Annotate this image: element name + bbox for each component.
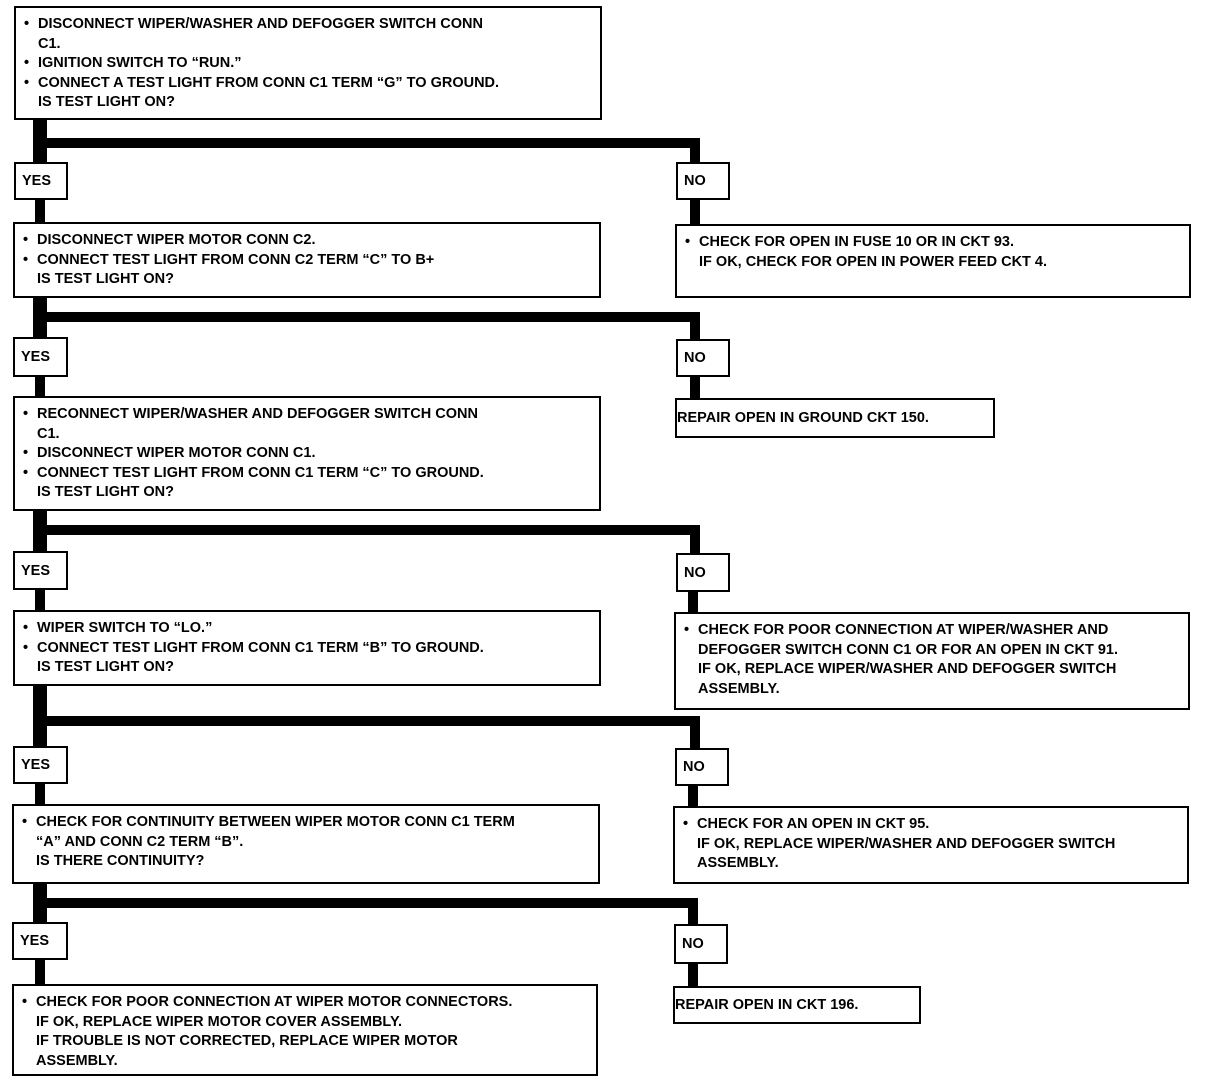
step-text: DISCONNECT WIPER/WASHER AND DEFOGGER SWI… bbox=[38, 16, 483, 32]
connector bbox=[690, 312, 700, 340]
connector bbox=[33, 312, 700, 322]
result-text: IF OK, CHECK FOR OPEN IN POWER FEED CKT … bbox=[699, 253, 1048, 270]
step-item: DISCONNECT WIPER MOTOR CONN C1. bbox=[23, 444, 591, 464]
step-item: IGNITION SWITCH TO “RUN.” bbox=[24, 54, 592, 74]
connector bbox=[35, 375, 45, 398]
step-text: CHECK FOR POOR CONNECTION AT WIPER MOTOR… bbox=[36, 994, 513, 1010]
step-box-4: WIPER SWITCH TO “LO.” CONNECT TEST LIGHT… bbox=[13, 610, 601, 686]
connector bbox=[33, 716, 700, 726]
no-label: NO bbox=[676, 339, 730, 377]
connector bbox=[690, 138, 700, 164]
connector bbox=[688, 898, 698, 926]
step-box-1: DISCONNECT WIPER/WASHER AND DEFOGGER SWI… bbox=[14, 6, 602, 120]
step-text: C1. bbox=[37, 425, 60, 442]
result-text: ASSEMBLY. bbox=[698, 680, 780, 697]
yes-label: YES bbox=[14, 162, 68, 200]
step-box-3: RECONNECT WIPER/WASHER AND DEFOGGER SWIT… bbox=[13, 396, 601, 511]
step-box-5: CHECK FOR CONTINUITY BETWEEN WIPER MOTOR… bbox=[12, 804, 600, 884]
result-box-5: REPAIR OPEN IN CKT 196. bbox=[673, 986, 921, 1024]
yes-label: YES bbox=[13, 551, 68, 590]
connector bbox=[33, 898, 698, 908]
yes-label: YES bbox=[13, 746, 68, 784]
step-item: CONNECT TEST LIGHT FROM CONN C1 TERM “B”… bbox=[23, 639, 591, 678]
step-text: IF OK, REPLACE WIPER MOTOR COVER ASSEMBL… bbox=[36, 1013, 403, 1030]
connector bbox=[35, 782, 45, 806]
step-text: ASSEMBLY. bbox=[36, 1052, 118, 1069]
step-question: IS TEST LIGHT ON? bbox=[37, 271, 174, 287]
step-item: WIPER SWITCH TO “LO.” bbox=[23, 619, 591, 639]
step-text: CONNECT A TEST LIGHT FROM CONN C1 TERM “… bbox=[38, 74, 500, 91]
step-item: CHECK FOR CONTINUITY BETWEEN WIPER MOTOR… bbox=[22, 813, 590, 872]
result-text: REPAIR OPEN IN GROUND CKT 150. bbox=[677, 409, 929, 426]
connector bbox=[35, 958, 45, 986]
result-text: CHECK FOR OPEN IN FUSE 10 OR IN CKT 93. bbox=[699, 234, 1015, 250]
step-text: RECONNECT WIPER/WASHER AND DEFOGGER SWIT… bbox=[37, 406, 478, 422]
step-item: DISCONNECT WIPER/WASHER AND DEFOGGER SWI… bbox=[24, 15, 592, 54]
step-text: “A” AND CONN C2 TERM “B”. bbox=[36, 833, 244, 850]
step-item: CONNECT TEST LIGHT FROM CONN C2 TERM “C”… bbox=[23, 251, 591, 290]
step-item: CONNECT TEST LIGHT FROM CONN C1 TERM “C”… bbox=[23, 464, 591, 503]
result-item: CHECK FOR POOR CONNECTION AT WIPER/WASHE… bbox=[684, 621, 1180, 699]
step-text: WIPER SWITCH TO “LO.” bbox=[37, 620, 213, 636]
result-text: IF OK, REPLACE WIPER/WASHER AND DEFOGGER… bbox=[697, 835, 1116, 852]
result-text: ASSEMBLY. bbox=[697, 855, 779, 871]
result-box-3: CHECK FOR POOR CONNECTION AT WIPER/WASHE… bbox=[674, 612, 1190, 710]
connector bbox=[35, 588, 45, 612]
connector bbox=[33, 525, 700, 535]
step-text: DISCONNECT WIPER MOTOR CONN C1. bbox=[37, 445, 316, 461]
result-text: REPAIR OPEN IN CKT 196. bbox=[675, 996, 859, 1013]
connector bbox=[690, 716, 700, 748]
step-text: C1. bbox=[38, 35, 61, 52]
step-text: IGNITION SWITCH TO “RUN.” bbox=[38, 55, 242, 71]
result-item: CHECK FOR OPEN IN FUSE 10 OR IN CKT 93. … bbox=[685, 233, 1181, 272]
connector bbox=[688, 962, 698, 988]
connector bbox=[690, 200, 700, 226]
step-text: DISCONNECT WIPER MOTOR CONN C2. bbox=[37, 232, 316, 248]
result-text: CHECK FOR AN OPEN IN CKT 95. bbox=[697, 816, 930, 832]
step-box-6: CHECK FOR POOR CONNECTION AT WIPER MOTOR… bbox=[12, 984, 598, 1076]
step-question: IS TEST LIGHT ON? bbox=[37, 484, 174, 500]
result-text: DEFOGGER SWITCH CONN C1 OR FOR AN OPEN I… bbox=[698, 641, 1118, 658]
step-item: CONNECT A TEST LIGHT FROM CONN C1 TERM “… bbox=[24, 74, 592, 113]
connector bbox=[688, 590, 698, 614]
result-box-1: CHECK FOR OPEN IN FUSE 10 OR IN CKT 93. … bbox=[675, 224, 1191, 298]
yes-label: YES bbox=[13, 337, 68, 377]
step-item: DISCONNECT WIPER MOTOR CONN C2. bbox=[23, 231, 591, 251]
connector bbox=[688, 784, 698, 808]
step-item: CHECK FOR POOR CONNECTION AT WIPER MOTOR… bbox=[22, 993, 588, 1071]
no-label: NO bbox=[674, 924, 728, 964]
connector bbox=[690, 376, 700, 400]
step-question: IS THERE CONTINUITY? bbox=[36, 853, 205, 869]
step-question: IS TEST LIGHT ON? bbox=[38, 94, 175, 110]
step-text: IF TROUBLE IS NOT CORRECTED, REPLACE WIP… bbox=[36, 1033, 458, 1049]
step-item: RECONNECT WIPER/WASHER AND DEFOGGER SWIT… bbox=[23, 405, 591, 444]
result-box-2: REPAIR OPEN IN GROUND CKT 150. bbox=[675, 398, 995, 438]
step-text: CONNECT TEST LIGHT FROM CONN C1 TERM “B”… bbox=[37, 639, 484, 656]
connector bbox=[35, 200, 45, 224]
step-text: CONNECT TEST LIGHT FROM CONN C1 TERM “C”… bbox=[37, 464, 484, 481]
yes-label: YES bbox=[12, 922, 68, 960]
result-item: CHECK FOR AN OPEN IN CKT 95. IF OK, REPL… bbox=[683, 815, 1179, 874]
connector bbox=[690, 525, 700, 555]
result-text: CHECK FOR POOR CONNECTION AT WIPER/WASHE… bbox=[698, 622, 1109, 638]
result-text: IF OK, REPLACE WIPER/WASHER AND DEFOGGER… bbox=[698, 661, 1117, 677]
result-box-4: CHECK FOR AN OPEN IN CKT 95. IF OK, REPL… bbox=[673, 806, 1189, 884]
step-box-2: DISCONNECT WIPER MOTOR CONN C2. CONNECT … bbox=[13, 222, 601, 298]
no-label: NO bbox=[676, 162, 730, 200]
step-question: IS TEST LIGHT ON? bbox=[37, 659, 174, 675]
step-text: CHECK FOR CONTINUITY BETWEEN WIPER MOTOR… bbox=[36, 814, 515, 830]
no-label: NO bbox=[676, 553, 730, 592]
step-text: CONNECT TEST LIGHT FROM CONN C2 TERM “C”… bbox=[37, 251, 435, 268]
connector bbox=[33, 138, 700, 148]
no-label: NO bbox=[675, 748, 729, 786]
